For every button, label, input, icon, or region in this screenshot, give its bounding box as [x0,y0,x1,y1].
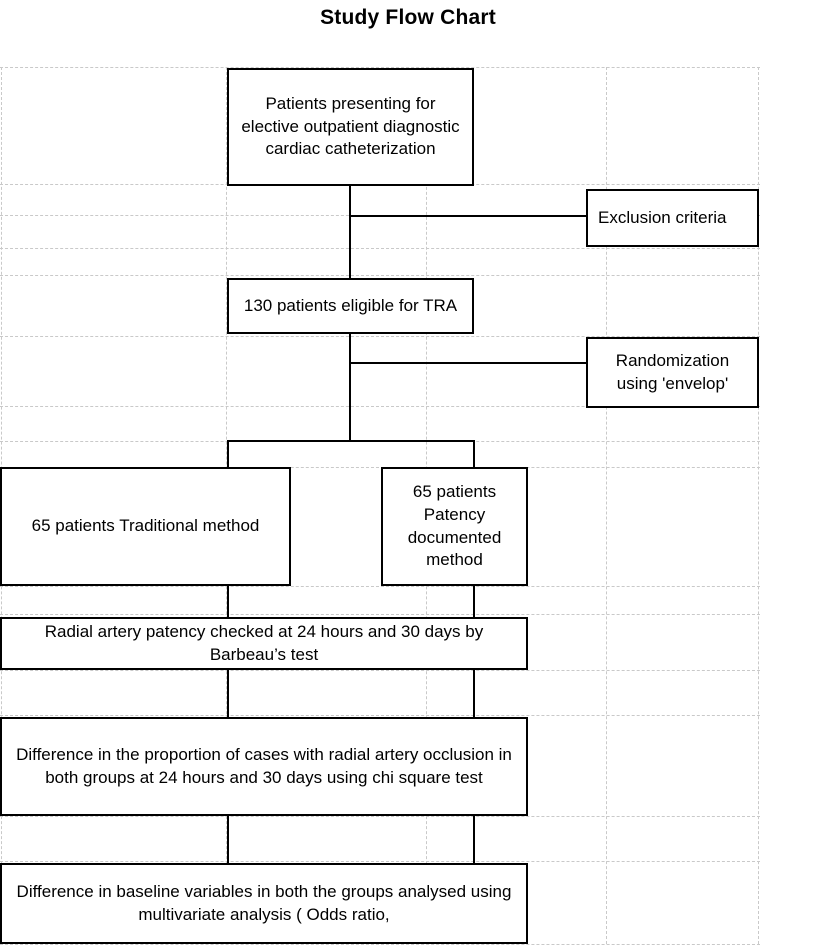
node-enrollment-label: Patients presenting for elective outpati… [241,93,460,159]
node-arm-patency-documented-label: 65 patients Patency documented method [407,481,502,570]
connector-primary-to-secondary-left [227,814,229,864]
node-arm-traditional-label: 65 patients Traditional method [31,516,260,536]
node-randomization[interactable]: Randomization using 'envelop' [586,337,759,408]
page-title: Study Flow Chart [320,6,496,29]
connector-split-to-traditional [227,440,229,468]
node-exclusion-criteria[interactable]: Exclusion criteria [586,189,759,247]
connector-eligible-trunk [349,332,351,442]
connector-split-to-patency [473,440,475,468]
node-secondary-analysis-label: Difference in baseline variables in both… [16,881,512,924]
connector-followup-to-primary-right [473,668,475,718]
connector-primary-to-secondary-right [473,814,475,864]
connector-followup-to-primary-left [227,668,229,718]
node-exclusion-criteria-label: Exclusion criteria [598,207,727,227]
connector-enrollment-to-eligible [349,184,351,278]
node-arm-traditional[interactable]: 65 patients Traditional method [0,467,291,586]
node-primary-analysis-label: Difference in the proportion of cases wi… [16,744,512,787]
node-followup-barbeau-test-label: Radial artery patency checked at 24 hour… [44,621,484,664]
node-primary-analysis[interactable]: Difference in the proportion of cases wi… [0,717,528,816]
node-eligible-patients-label: 130 patients eligible for TRA [243,295,458,315]
node-randomization-label: Randomization using 'envelop' [615,350,730,393]
node-eligible-patients[interactable]: 130 patients eligible for TRA [227,278,474,334]
connector-patency-to-followup [473,584,475,618]
node-arm-patency-documented[interactable]: 65 patients Patency documented method [381,467,528,586]
node-secondary-analysis[interactable]: Difference in baseline variables in both… [0,863,528,944]
connector-eligible-to-randomization [349,362,587,364]
connector-traditional-to-followup [227,584,229,618]
node-followup-barbeau-test[interactable]: Radial artery patency checked at 24 hour… [0,617,528,670]
connector-enrollment-to-exclusion [349,215,587,217]
node-enrollment[interactable]: Patients presenting for elective outpati… [227,68,474,186]
connector-randomization-split-bar [227,440,475,442]
